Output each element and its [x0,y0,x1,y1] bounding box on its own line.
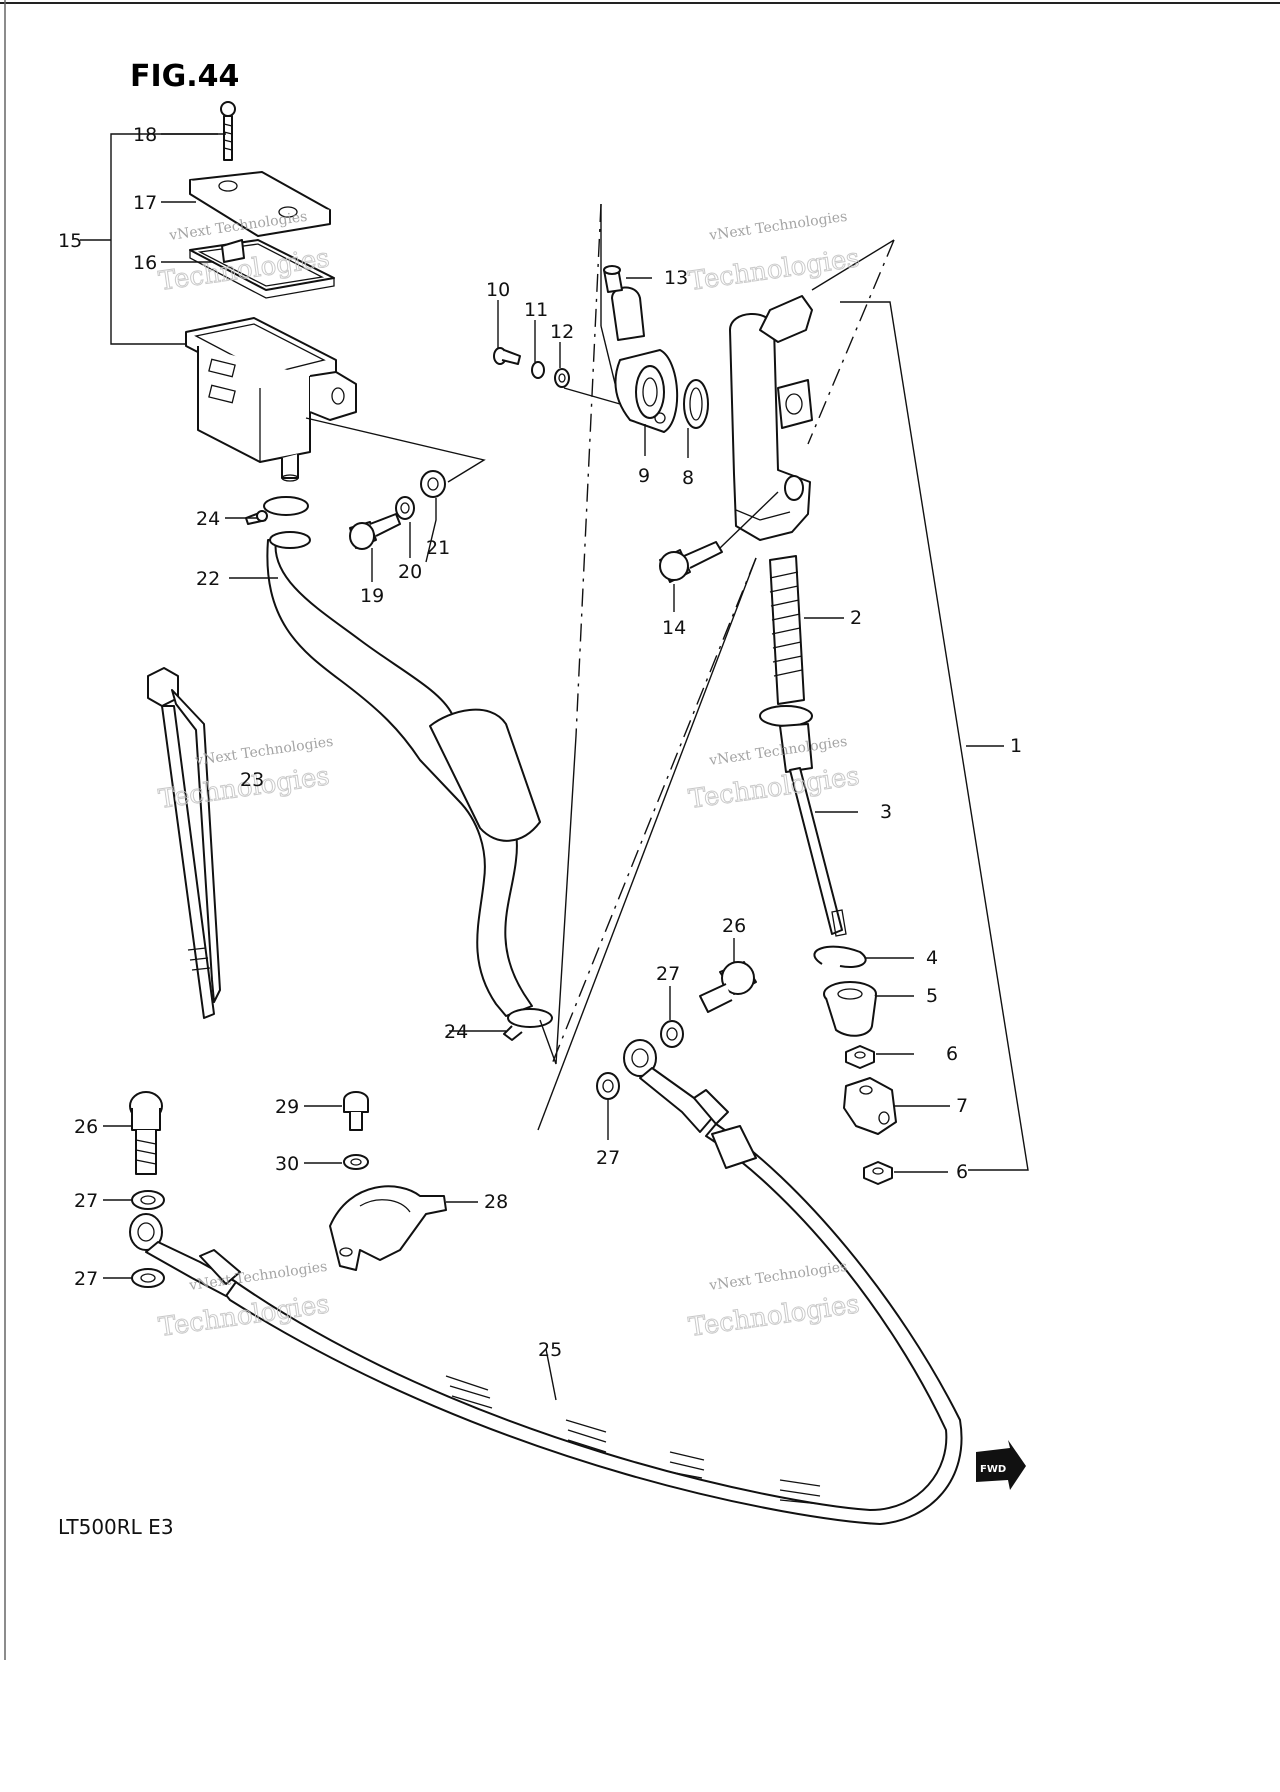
washer-20 [395,496,415,520]
leader-reservoir-bolt [305,417,486,483]
spring-piston-2 [759,555,813,773]
callout-9: 9 [638,465,650,487]
callout-2: 2 [850,607,862,629]
callout-13: 13 [664,267,688,289]
callout-1: 1 [1010,735,1022,757]
callout-11: 11 [524,299,548,321]
callout-27-lower-bottom: 27 [74,1268,98,1290]
callout-17: 17 [133,192,157,214]
callout-labels: 1 2 3 4 5 6 6 7 8 9 10 11 12 13 14 15 16… [58,124,1022,1361]
master-cylinder-body [729,295,813,541]
callout-25: 25 [538,1339,562,1361]
clevis-7 [843,1077,897,1135]
banjo-fitting-lower [129,1213,241,1297]
washer-27-upper-right [660,1020,684,1048]
forward-label: FWD [980,1464,1006,1475]
leader-21 [425,498,437,563]
union-fitting-9 [611,286,679,433]
callout-8: 8 [682,467,694,489]
callout-6-lower: 6 [956,1161,968,1183]
bracket-15 [110,133,226,345]
callout-3: 3 [880,801,892,823]
washer-30 [343,1154,369,1170]
hose-clamp-24-upper [245,496,309,525]
reservoir-assembly [80,101,486,483]
callout-22: 22 [196,568,220,590]
model-code: LT500RL E3 [58,1515,174,1539]
circlip-4 [813,945,867,968]
callout-12: 12 [550,321,574,343]
callout-29: 29 [275,1096,299,1118]
hose-clamp-24-lower [503,1008,553,1041]
o-ring-8 [683,379,709,429]
callout-27-upper-right: 27 [656,963,680,985]
screw-10 [493,347,521,365]
callout-19: 19 [360,585,384,607]
push-rod-3 [789,767,847,937]
callout-24-upper: 24 [196,508,220,530]
washer-27-lower-upper [131,1190,165,1210]
watermark-middle-right: vNext Technologies Technologies [686,734,862,816]
callout-15: 15 [58,230,82,252]
callout-26-lower: 26 [74,1116,98,1138]
washer-11 [531,361,545,379]
svg-text:Technologies: Technologies [687,761,862,815]
svg-text:vNext Technologies: vNext Technologies [707,1259,848,1294]
callout-27-lower-upper: 27 [74,1190,98,1212]
callout-27-upper-left: 27 [596,1147,620,1169]
washer-12 [554,368,570,388]
callout-23: 23 [240,769,264,791]
cap-13 [603,265,623,293]
bolt-14 [659,541,723,583]
forward-arrow-icon: FWD [976,1440,1026,1490]
bolt-19 [349,513,401,550]
washer-27-lower-bottom [131,1268,165,1288]
callout-28: 28 [484,1191,508,1213]
nut-6-upper [845,1045,875,1069]
svg-text:Technologies: Technologies [687,243,862,297]
reservoir-body [185,317,357,482]
boot-5 [823,981,877,1037]
watermark-upper-right: vNext Technologies Technologies [686,209,862,298]
callout-16: 16 [133,252,157,274]
dashed-line-left [575,203,602,737]
watermark-lower-right: vNext Technologies Technologies [686,1259,862,1344]
callout-24-lower: 24 [444,1021,468,1043]
washer-21 [420,470,446,498]
hose-bracket-28 [329,1185,447,1271]
dashed-line-lower [551,557,757,1065]
nut-6-lower [863,1161,893,1185]
banjo-fitting-upper [623,1039,729,1133]
callout-4: 4 [926,947,938,969]
svg-text:Technologies: Technologies [687,1289,862,1343]
bracket-1 [840,301,1029,1171]
callout-7: 7 [956,1095,968,1117]
bolt-29 [343,1091,369,1131]
cable-tie-23 [147,667,221,1019]
figure-title: FIG.44 [130,59,239,94]
union-bolt-26-upper [699,961,757,1013]
leader-14-guide [719,491,779,549]
callout-14: 14 [662,617,686,639]
diaphragm-16 [189,239,335,299]
svg-text:vNext Technologies: vNext Technologies [707,734,848,769]
callout-18: 18 [133,124,157,146]
union-bolt-26-lower [129,1091,163,1175]
callout-21: 21 [426,537,450,559]
callout-6-upper: 6 [946,1043,958,1065]
callout-26-upper: 26 [722,915,746,937]
screw-18 [220,101,236,161]
callout-10: 10 [486,279,510,301]
brake-hose-25 [221,1123,963,1525]
callout-5: 5 [926,985,938,1007]
callout-30: 30 [275,1153,299,1175]
leader-25 [545,1348,557,1401]
reservoir-hose-22 [266,531,541,1017]
callout-20: 20 [398,561,422,583]
washer-27-upper-left [596,1072,620,1100]
svg-text:vNext Technologies: vNext Technologies [707,209,848,244]
dashed-line-right [807,239,895,445]
reservoir-cap-17 [189,171,331,237]
